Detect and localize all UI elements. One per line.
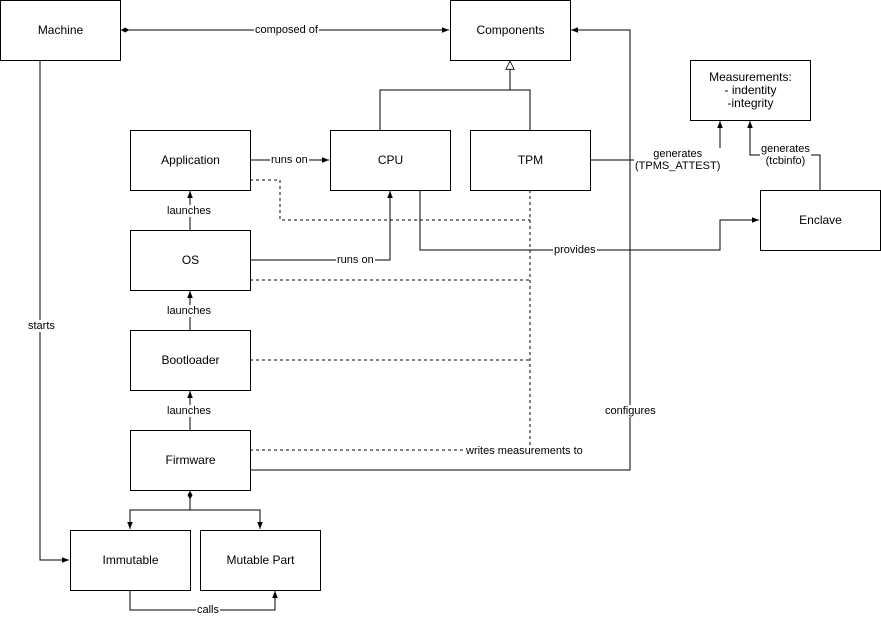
label-os-runs-on: runs on (336, 254, 375, 266)
node-components-label: Components (476, 23, 545, 37)
edge-fw-configures-components (250, 27, 631, 471)
node-enclave-label: Enclave (799, 213, 842, 227)
edge-cpu-generalization (379, 61, 510, 130)
node-mutable-part[interactable]: Mutable Part (200, 530, 321, 591)
measurements-title: Measurements: (709, 70, 792, 84)
node-bootloader[interactable]: Bootloader (130, 330, 251, 391)
edge-tpm-generalization (510, 89, 531, 130)
edge-fw-composed-mutable (190, 509, 263, 529)
node-enclave[interactable]: Enclave (760, 190, 881, 251)
label-launches-os: launches (166, 305, 213, 317)
node-application[interactable]: Application (130, 130, 251, 191)
label-enclave-generates: generates (tcbinfo) (760, 143, 811, 167)
node-os[interactable]: OS (130, 230, 251, 291)
node-immutable[interactable]: Immutable (70, 530, 191, 591)
node-tpm-label: TPM (517, 153, 544, 167)
node-machine[interactable]: Machine (0, 0, 121, 61)
edge-machine-starts-immutable (39, 61, 69, 563)
node-components[interactable]: Components (450, 0, 571, 61)
label-configures: configures (604, 405, 657, 417)
label-provides: provides (553, 244, 597, 256)
label-starts: starts (27, 320, 56, 332)
node-cpu[interactable]: CPU (330, 130, 451, 191)
node-tpm[interactable]: TPM (470, 130, 591, 191)
node-machine-label: Machine (37, 23, 84, 37)
node-application-label: Application (161, 153, 220, 167)
edge-cpu-provides-enclave (419, 190, 759, 251)
node-firmware-label: Firmware (165, 453, 216, 467)
label-launches-boot: launches (166, 405, 213, 417)
node-cpu-label: CPU (377, 153, 404, 167)
node-immutable-label: Immutable (102, 553, 159, 567)
label-app-runs-on: runs on (270, 154, 309, 166)
node-firmware[interactable]: Firmware (130, 430, 251, 491)
label-calls: calls (196, 604, 221, 616)
node-mutable-part-label: Mutable Part (226, 553, 295, 567)
node-measurements[interactable]: Measurements: - indentity -integrity (690, 60, 811, 121)
measurements-line-identity: - indentity (724, 83, 777, 97)
label-tpm-generates: generates (TPMS_ATTEST) (634, 148, 722, 172)
edge-fw-composed-immutable (127, 509, 190, 529)
label-writes-measurements: writes measurements to (465, 445, 584, 457)
measurements-line-integrity: -integrity (727, 96, 774, 110)
label-composed-of: composed of (254, 24, 319, 36)
node-os-label: OS (181, 253, 200, 267)
label-launches-app: launches (166, 205, 213, 217)
edge-app-writes-tpm (250, 179, 530, 221)
edge-os-runs-on-cpu (250, 191, 393, 261)
node-bootloader-label: Bootloader (161, 353, 220, 367)
